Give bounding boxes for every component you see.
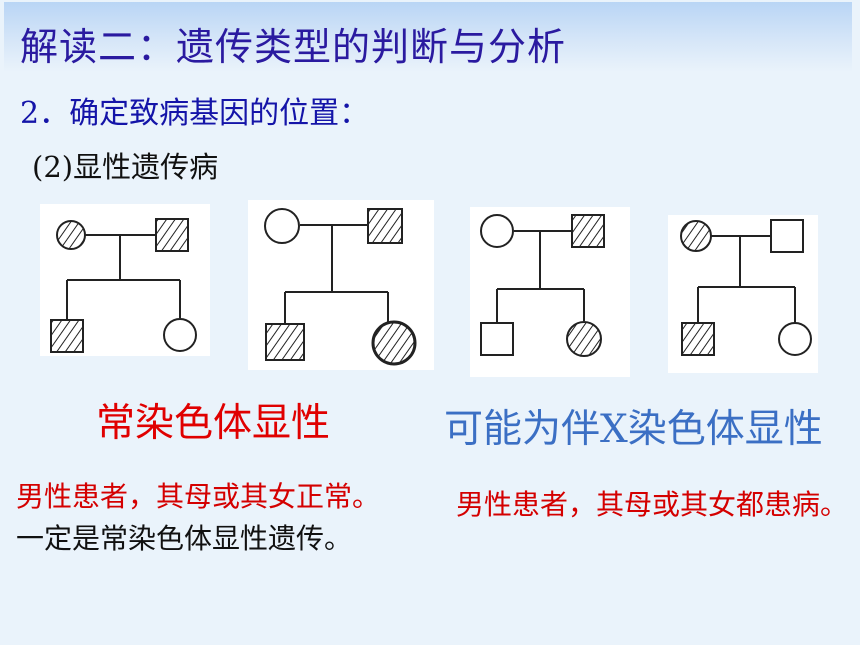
autosomal-dominant-label: 常染色体显性 <box>96 401 331 446</box>
pedigree-1 <box>40 204 210 356</box>
pedigree-3 <box>470 207 630 377</box>
note-autosomal-red: 男性患者，其母或其女正常。 <box>16 480 381 513</box>
son-affected-male <box>265 323 305 361</box>
daughter-affected-female <box>371 320 417 366</box>
daughter-affected-female <box>566 321 602 357</box>
note-x-linked: 男性患者，其母或其女都患病。 <box>456 488 849 521</box>
title-bar: 解读二：遗传类型的判断与分析 <box>4 2 852 72</box>
pedigree-2 <box>248 200 434 370</box>
father-affected-male <box>367 208 403 244</box>
note-autosomal-black: 一定是常染色体显性遗传。 <box>16 522 353 555</box>
mother-normal-female <box>264 208 300 244</box>
father-affected-male <box>571 214 605 248</box>
pedigree-4 <box>668 215 818 373</box>
son-affected-male <box>681 322 715 356</box>
page-title: 解读二：遗传类型的判断与分析 <box>20 25 567 69</box>
x-linked-dominant-label: 可能为伴X染色体显性 <box>444 407 823 452</box>
mother-normal-female <box>480 214 514 248</box>
son-normal-male <box>480 322 514 356</box>
daughter-normal-female <box>163 318 197 352</box>
section-heading: (2)显性遗传病 <box>32 150 219 184</box>
father-normal-male <box>770 219 804 253</box>
subtitle: 2．确定致病基因的位置： <box>20 96 370 131</box>
mother-affected-female <box>680 220 712 252</box>
daughter-normal-female <box>778 322 812 356</box>
note-autosomal: 男性患者，其母或其女正常。一定是常染色体显性遗传。 <box>16 476 398 560</box>
mother-affected-female <box>56 220 86 250</box>
son-affected-male <box>50 319 84 353</box>
father-affected-male <box>155 218 189 252</box>
